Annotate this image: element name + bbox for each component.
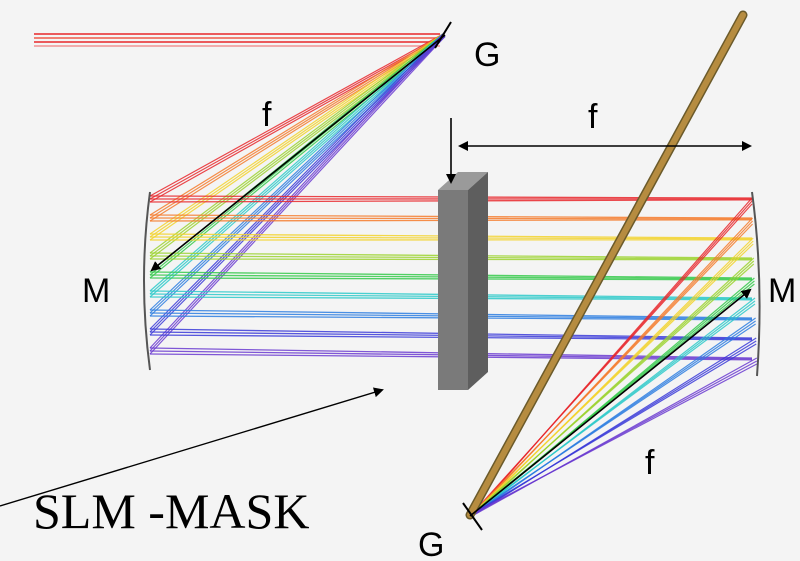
focal-arrow-bottom-right xyxy=(469,288,752,517)
spectral-ray-top xyxy=(149,34,445,257)
spectral-ray-top xyxy=(149,35,446,222)
label-grating-top: G xyxy=(474,36,500,74)
spectral-ray-top xyxy=(149,34,445,219)
spectral-ray-bottom xyxy=(471,243,754,515)
spectral-ray-top xyxy=(149,35,446,355)
spectral-ray-top xyxy=(149,35,446,241)
spectral-ray-top xyxy=(149,34,445,352)
mirror-left xyxy=(143,191,151,371)
input-beam xyxy=(34,33,440,47)
spectral-ray-top xyxy=(149,33,444,216)
grating-rod xyxy=(465,10,748,520)
label-slm-mask: SLM -MASK xyxy=(33,483,309,539)
spectral-ray-bottom xyxy=(471,223,754,515)
label-focal-bottom-right: f xyxy=(645,444,655,482)
spectral-ray-top xyxy=(149,33,444,254)
spectral-ray-top xyxy=(149,34,445,200)
spectral-ray-top xyxy=(149,33,444,311)
spectral-ray-bottom xyxy=(471,203,753,515)
spectral-ray-top xyxy=(149,35,446,203)
dispersed-fan-top xyxy=(149,33,446,355)
spectral-ray-bottom xyxy=(471,363,758,515)
spectral-ray-top xyxy=(149,33,444,292)
mirror-right xyxy=(751,191,761,377)
spectral-ray-bottom xyxy=(471,323,756,515)
grating-top-mark xyxy=(434,21,452,49)
spectral-ray-bottom xyxy=(471,343,757,515)
label-focal-top-right: f xyxy=(588,98,598,136)
slm-mask-block xyxy=(438,172,488,390)
spectral-ray-bottom xyxy=(471,303,756,515)
spectral-ray-top xyxy=(149,33,444,349)
dispersed-fan-bottom xyxy=(471,197,758,517)
label-mirror-right: M xyxy=(768,272,796,310)
focal-arrow-top-left xyxy=(150,34,446,272)
spectral-ray-top xyxy=(149,33,444,330)
label-grating-bottom: G xyxy=(418,526,444,561)
spectral-ray-top xyxy=(149,33,444,235)
spectral-ray-top xyxy=(149,33,444,197)
label-focal-top-left: f xyxy=(262,96,272,134)
label-mirror-left: M xyxy=(82,272,110,310)
spectral-ray-top xyxy=(149,34,445,295)
grating-bottom-mark xyxy=(462,502,483,531)
spectral-ray-bottom xyxy=(471,263,755,515)
spectral-ray-top xyxy=(149,34,445,238)
slm-pointer-arrow xyxy=(0,387,384,507)
